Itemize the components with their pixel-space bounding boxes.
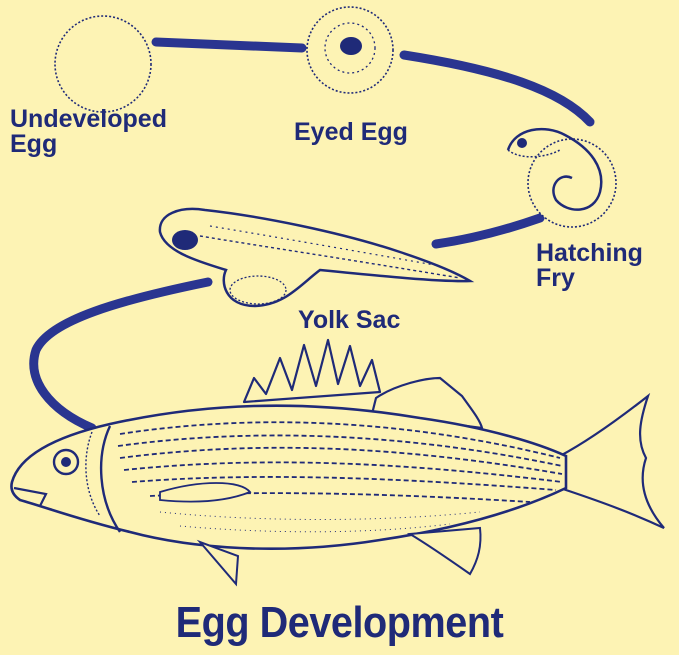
label-hatching-fry: Hatching Fry (536, 241, 643, 291)
label-yolk-sac: Yolk Sac (298, 308, 400, 333)
path-yolk-to-fish (34, 282, 208, 428)
hatching-fry-illustration (508, 129, 616, 227)
label-eyed-egg: Eyed Egg (294, 120, 408, 145)
label-eyed-egg-line1: Eyed Egg (294, 120, 408, 145)
yolk-sac-larva-illustration (160, 209, 470, 306)
undeveloped-egg-illustration (55, 16, 151, 112)
label-yolk-sac-line1: Yolk Sac (298, 308, 400, 333)
label-undeveloped-egg: Undeveloped Egg (10, 107, 167, 157)
label-undeveloped-egg-line2: Egg (10, 132, 167, 157)
path-hatching-to-yolk (436, 218, 540, 244)
label-hatching-fry-line2: Fry (536, 266, 643, 291)
path-undeveloped-to-eyed (156, 42, 302, 48)
label-hatching-fry-line1: Hatching (536, 241, 643, 266)
adult-fish-illustration (11, 340, 664, 584)
path-eyed-to-hatching (404, 55, 590, 122)
label-undeveloped-egg-line1: Undeveloped (10, 107, 167, 132)
diagram-title: Egg Development (34, 598, 645, 648)
eyed-egg-illustration (307, 7, 393, 93)
